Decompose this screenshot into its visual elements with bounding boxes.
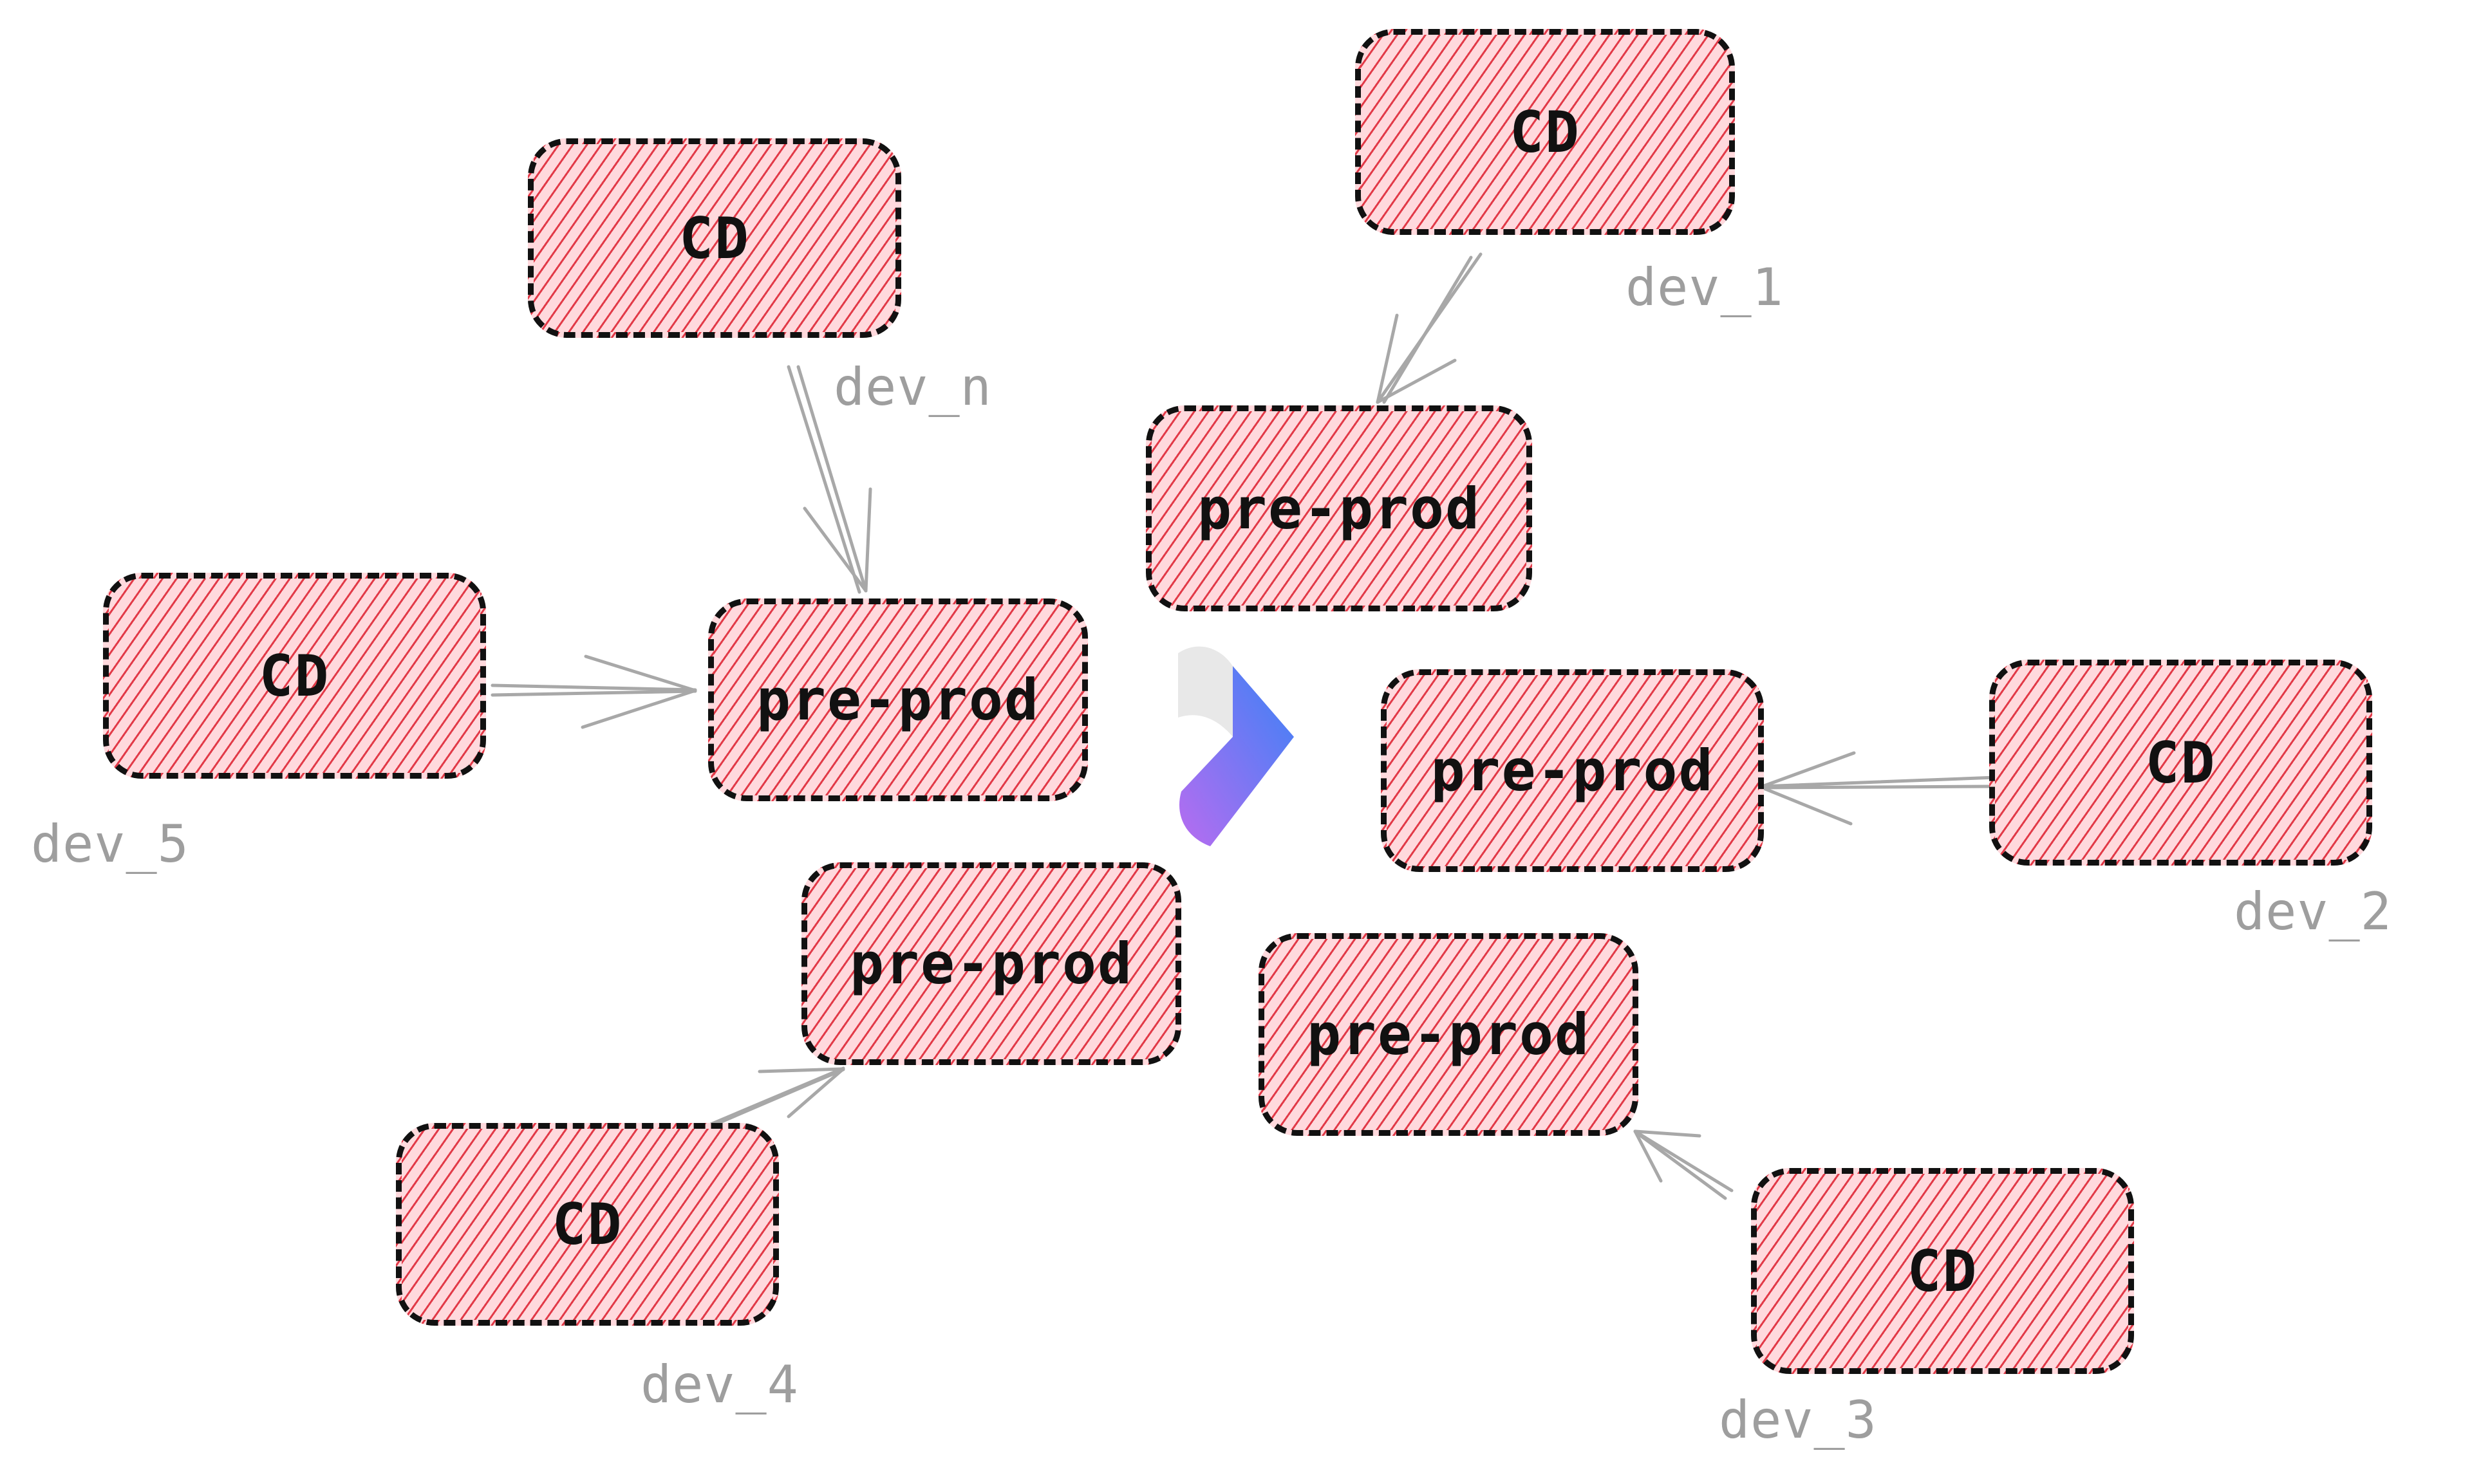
brand-logo-icon bbox=[1178, 646, 1294, 846]
preprod-box-dev-2[interactable]: pre-prod bbox=[1381, 669, 1764, 872]
cd-box-dev-3[interactable]: CD bbox=[1751, 1168, 2134, 1374]
preprod-label: pre-prod bbox=[1197, 475, 1481, 542]
edge-dev-2 bbox=[1759, 751, 1998, 826]
cd-box-dev-5[interactable]: CD bbox=[103, 573, 486, 779]
edge-dev-4 bbox=[697, 1066, 845, 1131]
preprod-box-dev-4[interactable]: pre-prod bbox=[801, 862, 1181, 1065]
edge-dev-1 bbox=[1376, 252, 1483, 404]
cd-label: CD bbox=[2145, 729, 2216, 796]
edge-dev-5 bbox=[491, 654, 697, 729]
dev-label-dev-4: dev_4 bbox=[641, 1355, 799, 1414]
cd-box-dev-1[interactable]: CD bbox=[1355, 29, 1735, 235]
preprod-label: pre-prod bbox=[756, 667, 1040, 733]
edge-dev-n bbox=[787, 365, 872, 594]
dev-label-dev-1: dev_1 bbox=[1625, 257, 1784, 317]
dev-label-dev-5: dev_5 bbox=[31, 814, 189, 874]
cd-label: CD bbox=[1907, 1238, 1978, 1304]
cd-label: CD bbox=[679, 205, 750, 272]
cd-label: CD bbox=[552, 1191, 623, 1257]
cd-box-dev-n[interactable]: CD bbox=[528, 138, 901, 338]
preprod-label: pre-prod bbox=[1430, 737, 1714, 804]
cd-box-dev-2[interactable]: CD bbox=[1989, 660, 2372, 866]
edge-dev-3 bbox=[1633, 1129, 1734, 1200]
preprod-label: pre-prod bbox=[850, 931, 1133, 997]
preprod-box-dev-3[interactable]: pre-prod bbox=[1259, 933, 1638, 1136]
dev-label-dev-n: dev_n bbox=[834, 357, 992, 417]
preprod-box-dev-n[interactable]: pre-prod bbox=[708, 598, 1088, 801]
cd-label: CD bbox=[259, 642, 330, 709]
preprod-label: pre-prod bbox=[1307, 1001, 1590, 1068]
dev-label-dev-3: dev_3 bbox=[1719, 1390, 1877, 1450]
dev-label-dev-2: dev_2 bbox=[2234, 882, 2392, 941]
cd-label: CD bbox=[1510, 98, 1580, 165]
preprod-box-dev-1[interactable]: pre-prod bbox=[1146, 405, 1532, 611]
cd-box-dev-4[interactable]: CD bbox=[396, 1123, 779, 1326]
